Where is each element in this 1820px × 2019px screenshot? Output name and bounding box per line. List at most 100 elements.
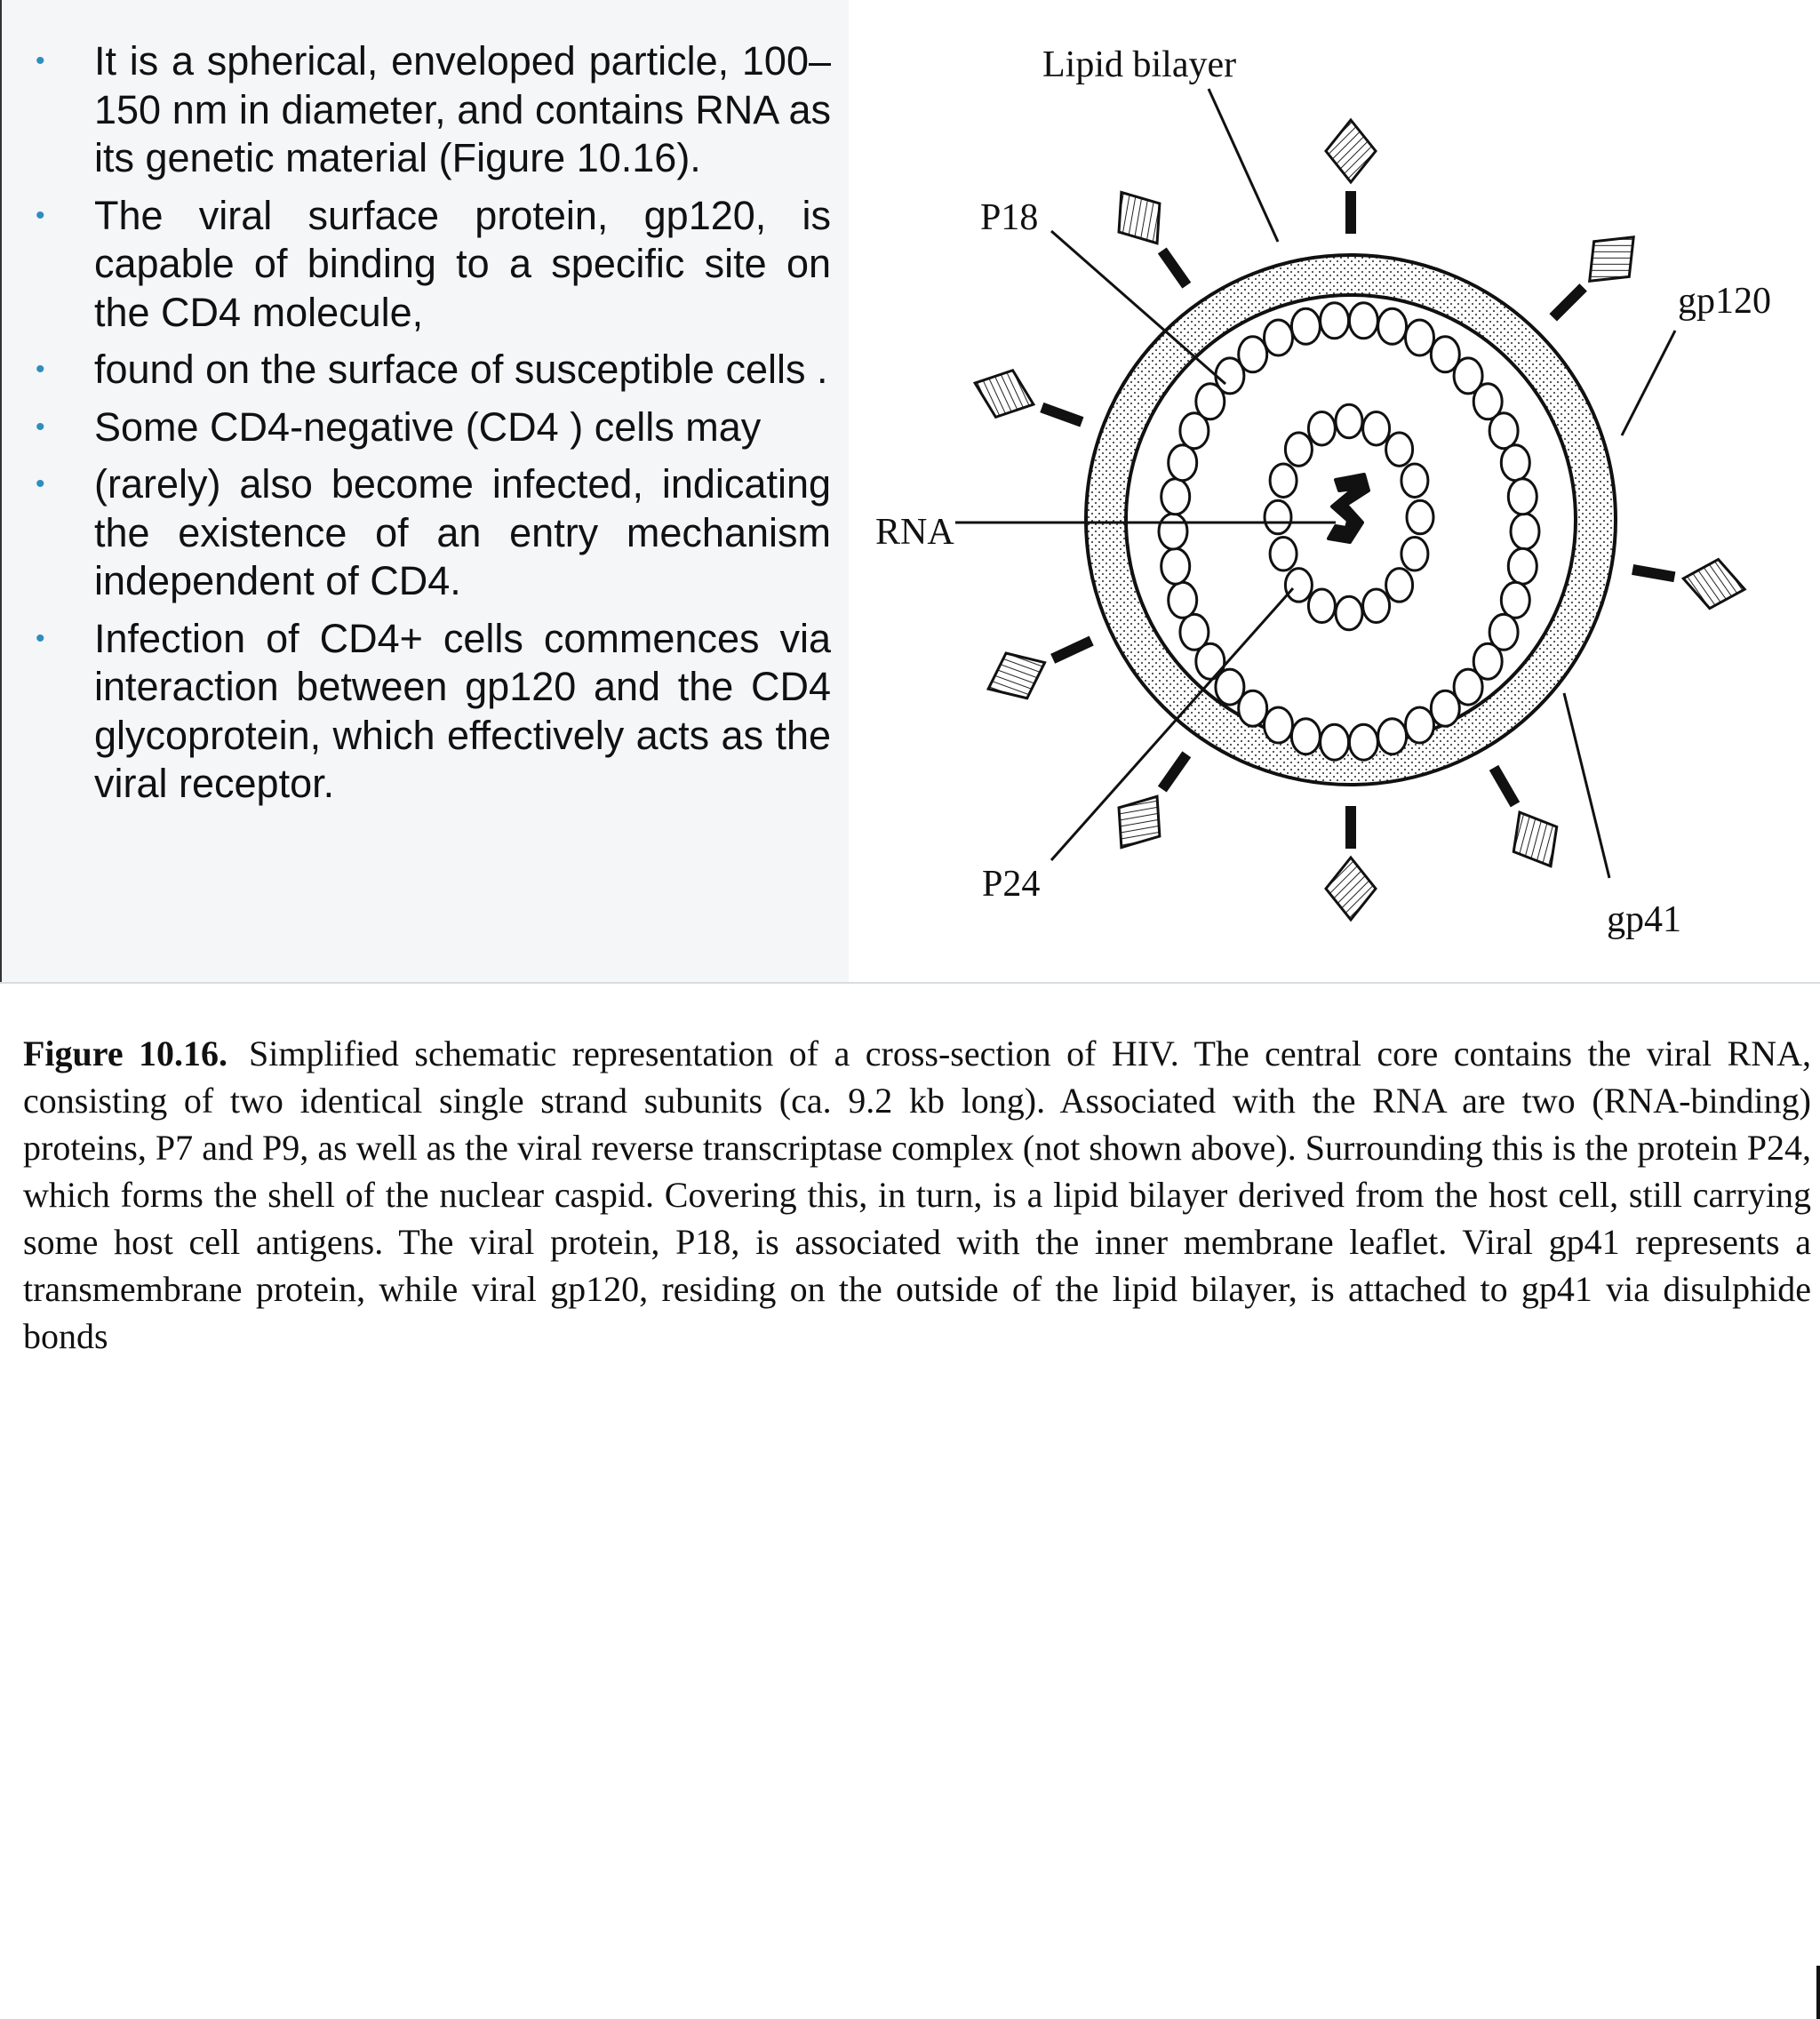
p24-protein-unit: [1347, 722, 1379, 762]
p24-protein-unit: [1488, 411, 1520, 451]
p24-leader: [1050, 587, 1295, 861]
p24-protein-unit: [1319, 722, 1351, 762]
core-protein-unit: [1385, 431, 1415, 467]
bullet-text: Some CD4-negative (CD4 ) cells may: [94, 403, 762, 450]
p24-protein-unit: [1488, 612, 1520, 651]
p24-protein-unit: [1452, 356, 1484, 395]
gp120-knob: [1549, 235, 1635, 322]
figure-panel: Lipid bilayer P18 gp120 RNA P24 gp41: [849, 0, 1820, 982]
p24-protein-unit: [1509, 512, 1541, 551]
bullet-item: • found on the surface of susceptible ce…: [36, 346, 831, 395]
core-protein-unit: [1405, 499, 1435, 536]
caption-paragraph: Figure 10.16.Simplified schematic repres…: [23, 1030, 1811, 1360]
p24-protein-unit: [1167, 443, 1199, 483]
p24-protein-unit: [1157, 512, 1189, 551]
p24-protein-unit: [1347, 301, 1379, 340]
p24-protein-unit: [1452, 667, 1484, 706]
gp120-knob: [1324, 806, 1377, 922]
p24-protein-unit: [1214, 667, 1246, 706]
core-protein-unit: [1400, 536, 1430, 572]
caption-label: Figure 10.16.: [23, 1033, 228, 1073]
bullet-panel: • It is a spherical, enveloped particle,…: [0, 0, 850, 982]
p24-protein-unit: [1237, 335, 1269, 374]
lipid-bilayer-leader: [1207, 88, 1280, 243]
p24-protein-unit: [1499, 580, 1531, 619]
p18-label: P18: [980, 197, 1038, 238]
p24-protein-unit: [1472, 382, 1504, 421]
p24-protein-unit: [1506, 547, 1538, 586]
bullet-text: Infection of CD4+ cells commences via in…: [94, 615, 831, 807]
p24-protein-unit: [1429, 689, 1461, 728]
core-protein-unit: [1283, 567, 1313, 603]
gp120-knob: [1632, 557, 1747, 610]
bullet-text: It is a spherical, enveloped particle, 1…: [94, 38, 831, 180]
gp120-knob: [1489, 764, 1559, 868]
core-protein-unit: [1361, 410, 1392, 447]
bullet-text: (rarely) also become infected, indicatin…: [94, 461, 831, 603]
p24-protein-unit: [1167, 580, 1199, 619]
core-protein-unit: [1283, 431, 1313, 467]
p24-protein-unit: [1377, 717, 1409, 756]
p24-protein-unit: [1404, 706, 1435, 745]
core-protein-unit: [1306, 410, 1337, 447]
bullet-text: The viral surface protein, gp120, is cap…: [94, 192, 831, 335]
p24-protein-unit: [1263, 318, 1294, 357]
gp120-label: gp120: [1678, 281, 1771, 322]
gp41-leader: [1562, 692, 1611, 879]
bullet-icon: •: [36, 200, 45, 230]
core-protein-unit: [1268, 536, 1298, 572]
p24-protein-unit: [1289, 307, 1321, 346]
bullet-item: • The viral surface protein, gp120, is c…: [36, 192, 831, 338]
p24-protein-unit: [1506, 477, 1538, 516]
p18-leader: [1050, 229, 1226, 386]
lipid-bilayer-label: Lipid bilayer: [1042, 44, 1236, 85]
core-protein-unit: [1361, 587, 1392, 625]
bullet-text: found on the surface of susceptible cell…: [94, 347, 828, 392]
p24-protein-unit: [1319, 301, 1351, 340]
p24-protein-unit: [1499, 443, 1531, 483]
gp41-label: gp41: [1607, 899, 1681, 940]
p24-protein-unit: [1377, 307, 1409, 346]
p24-protein-unit: [1194, 642, 1226, 681]
gp120-knob: [972, 368, 1084, 427]
bullet-icon: •: [36, 469, 45, 499]
core-protein-unit: [1400, 462, 1430, 499]
gp120-knob: [1324, 117, 1377, 234]
gp120-leader: [1620, 330, 1677, 436]
p24-label: P24: [982, 864, 1040, 905]
bullet-item: • (rarely) also become infected, indicat…: [36, 460, 831, 606]
rna-label: RNA: [875, 512, 954, 553]
p24-protein-unit: [1237, 689, 1269, 728]
p24-protein-unit: [1263, 706, 1294, 745]
hiv-diagram: Lipid bilayer P18 gp120 RNA P24 gp41: [875, 44, 1771, 940]
gp120-knob: [1117, 751, 1192, 850]
bullet-item: • Infection of CD4+ cells commences via …: [36, 615, 831, 809]
bullet-icon: •: [36, 46, 45, 76]
core-protein-unit: [1334, 403, 1364, 440]
core-protein-unit: [1268, 462, 1298, 499]
figure-caption: Figure 10.16.Simplified schematic repres…: [0, 982, 1820, 2019]
bullet-icon: •: [36, 623, 45, 653]
gp120-knob: [1117, 190, 1192, 289]
gp120-knob-group: [972, 117, 1747, 922]
core-protein-ring: [1263, 403, 1435, 632]
p24-protein-unit: [1178, 411, 1210, 451]
bullet-list: • It is a spherical, enveloped particle,…: [36, 37, 831, 818]
p24-protein-unit: [1160, 547, 1192, 586]
core-protein-unit: [1385, 567, 1415, 603]
core-protein-unit: [1334, 595, 1364, 632]
p24-protein-unit: [1178, 612, 1210, 651]
bullet-icon: •: [36, 411, 45, 442]
p24-protein-unit: [1289, 717, 1321, 756]
p24-protein-unit: [1429, 335, 1461, 374]
bullet-icon: •: [36, 355, 45, 384]
core-protein-unit: [1263, 499, 1293, 536]
p24-protein-unit: [1160, 477, 1192, 516]
caption-body: Simplified schematic representation of a…: [23, 1033, 1812, 1356]
core-protein-unit: [1306, 587, 1337, 625]
p24-protein-unit: [1404, 318, 1435, 357]
p24-protein-unit: [1194, 382, 1226, 421]
gp120-knob: [986, 635, 1094, 700]
bullet-item: • It is a spherical, enveloped particle,…: [36, 37, 831, 183]
